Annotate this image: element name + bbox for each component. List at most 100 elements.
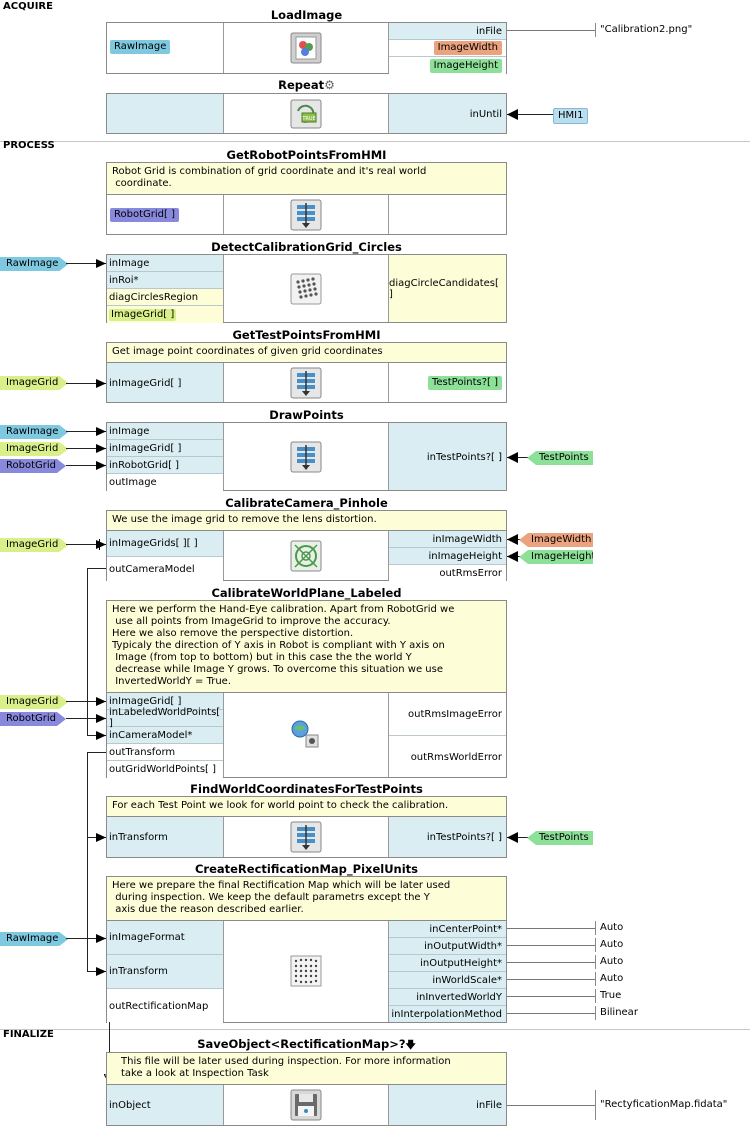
source-rawimage-1[interactable]: RawImage <box>0 257 68 271</box>
filter-title-calibrateworld[interactable]: CalibrateWorldPlane_Labeled <box>211 586 402 600</box>
port-outcameramodel[interactable]: outCameraModel <box>107 557 223 581</box>
filter-findworld[interactable]: inTransform inTestPoints?[ ] <box>106 816 507 858</box>
filter-createmap[interactable]: inImageFormat inTransform outRectificati… <box>106 920 507 1023</box>
port-inworldscale[interactable]: inWorldScale* <box>389 972 506 989</box>
value-invertedworldy[interactable]: True <box>595 989 621 1003</box>
port-inlabeledworldpoints[interactable]: inLabeledWorldPoints[ ] <box>107 707 223 729</box>
output-imagewidth[interactable]: ImageWidth <box>433 41 502 55</box>
port-outrmserror[interactable]: outRmsError <box>389 565 506 581</box>
arrow-right-icon <box>96 934 106 943</box>
filter-saveobject[interactable]: inObject inFile <box>106 1084 507 1126</box>
output-robotgrid[interactable]: RobotGrid[ ] <box>110 208 179 222</box>
port-inroi[interactable]: inRoi* <box>107 272 223 289</box>
port-outrectificationmap[interactable]: outRectificationMap <box>107 989 223 1023</box>
comment-calibrateworld: Here we perform the Hand-Eye calibration… <box>106 600 507 693</box>
filter-calibrateworld[interactable]: inImageGrid[ ] inLabeledWorldPoints[ ] i… <box>106 692 507 778</box>
port-diagcirclesregion[interactable]: diagCirclesRegion <box>107 289 223 306</box>
filter-title-getrobotpoints[interactable]: GetRobotPointsFromHMI <box>226 148 387 162</box>
source-robotgrid-1[interactable]: RobotGrid <box>0 459 66 473</box>
output-imageheight[interactable]: ImageHeight <box>429 58 502 73</box>
value-outputheight[interactable]: Auto <box>595 955 623 969</box>
comment-createmap: Here we prepare the final Rectification … <box>106 876 507 921</box>
rectification-grid-icon <box>290 955 322 987</box>
port-inimage[interactable]: inImage <box>107 423 223 440</box>
port-outimage[interactable]: outImage <box>107 474 223 491</box>
infile-value-save[interactable]: "RectyficationMap.fidata" <box>595 1090 727 1120</box>
hmi-list-icon <box>290 821 322 853</box>
filter-calibratecamera[interactable]: inImageGrids[ ][ ] outCameraModel inImag… <box>106 530 507 581</box>
filter-title-createmap[interactable]: CreateRectificationMap_PixelUnits <box>194 862 419 876</box>
port-ininvertedworldy[interactable]: inInvertedWorldY <box>389 989 506 1006</box>
arrow-right-icon <box>96 259 106 268</box>
comment-gettestpoints: Get image point coordinates of given gri… <box>106 342 507 363</box>
port-diagcirclecandidates[interactable]: diagCircleCandidates[ ] <box>389 278 499 300</box>
port-inobject[interactable]: inObject <box>109 1100 151 1111</box>
value-outputwidth[interactable]: Auto <box>595 938 623 952</box>
source-testpoints-2[interactable]: TestPoints <box>527 831 593 845</box>
value-interpolationmethod[interactable]: Bilinear <box>595 1006 638 1020</box>
camera-calibration-icon <box>290 540 322 572</box>
port-inimage[interactable]: inImage <box>107 255 223 272</box>
source-imagegrid-4[interactable]: ImageGrid <box>0 695 68 709</box>
port-inoutputwidth[interactable]: inOutputWidth* <box>389 938 506 955</box>
port-outgridworldpoints[interactable]: outGridWorldPoints[ ] <box>107 761 223 778</box>
port-inimagegrids[interactable]: inImageGrids[ ][ ] <box>107 531 223 557</box>
port-infile[interactable]: inFile <box>476 1100 502 1111</box>
port-incenterpoint[interactable]: inCenterPoint* <box>389 921 506 938</box>
comment-findworld: For each Test Point we look for world po… <box>106 796 507 817</box>
output-imagegrid[interactable]: ImageGrid[ ] <box>109 308 177 321</box>
port-incameramodel[interactable]: inCameraModel* <box>107 727 223 744</box>
source-imagegrid-3[interactable]: ImageGrid <box>0 538 68 552</box>
filter-title-loadimage[interactable]: LoadImage <box>270 8 343 22</box>
source-testpoints-1[interactable]: TestPoints <box>527 451 593 465</box>
source-imagegrid-1[interactable]: ImageGrid <box>0 376 68 390</box>
arrow-left-icon <box>507 452 518 463</box>
port-intransform[interactable]: inTransform <box>107 955 223 989</box>
port-ininterpolationmethod[interactable]: inInterpolationMethod <box>391 1009 502 1020</box>
filter-title-detectgrid[interactable]: DetectCalibrationGrid_Circles <box>211 240 402 254</box>
filter-title-calibratecamera[interactable]: CalibrateCamera_Pinhole <box>225 496 388 510</box>
port-inoutputheight[interactable]: inOutputHeight* <box>389 955 506 972</box>
port-inimagewidth[interactable]: inImageWidth <box>389 531 506 548</box>
section-process: PROCESS <box>3 140 55 151</box>
filter-getrobotpoints[interactable]: RobotGrid[ ] <box>106 194 507 235</box>
port-inimagegrid[interactable]: inImageGrid[ ] <box>107 440 223 457</box>
value-centerpoint[interactable]: Auto <box>595 921 623 935</box>
port-inrobotgrid[interactable]: inRobotGrid[ ] <box>107 457 223 474</box>
output-testpoints[interactable]: TestPoints?[ ] <box>427 376 502 390</box>
port-outtransform[interactable]: outTransform <box>107 744 223 761</box>
port-inimageformat[interactable]: inImageFormat <box>107 921 223 955</box>
source-imageheight[interactable]: ImageHeight <box>519 550 593 564</box>
filter-title-gettestpoints[interactable]: GetTestPointsFromHMI <box>232 328 381 342</box>
source-rawimage-3[interactable]: RawImage <box>0 932 68 946</box>
port-inimageheight[interactable]: inImageHeight <box>389 548 506 565</box>
repeat-true-icon: TRUE <box>290 99 322 129</box>
port-inuntil[interactable]: inUntil <box>469 108 502 120</box>
port-intransform[interactable]: inTransform <box>109 832 168 843</box>
port-outrmsimageerror[interactable]: outRmsImageError <box>389 693 506 736</box>
port-inimagegrid[interactable]: inImageGrid[ ] <box>109 377 182 389</box>
value-worldscale[interactable]: Auto <box>595 972 623 986</box>
arrow-right-icon <box>96 833 106 842</box>
filter-gettestpoints[interactable]: inImageGrid[ ] TestPoints?[ ] <box>106 362 507 403</box>
filter-title-findworld[interactable]: FindWorldCoordinatesForTestPoints <box>190 782 423 796</box>
source-hmi1[interactable]: HMI1 <box>553 108 589 124</box>
filter-drawpoints[interactable]: inImage inImageGrid[ ] inRobotGrid[ ] ou… <box>106 422 507 491</box>
source-rawimage-2[interactable]: RawImage <box>0 425 68 439</box>
infile-value[interactable]: "Calibration2.png" <box>595 23 692 37</box>
filter-title-saveobject[interactable]: SaveObject<RectificationMap>?🡇 <box>197 1037 416 1051</box>
source-imagewidth[interactable]: ImageWidth <box>519 533 593 547</box>
filter-title-repeat[interactable]: Repeat⚙ <box>278 78 335 92</box>
filter-repeat[interactable]: TRUE inUntil <box>106 93 507 134</box>
output-rawimage[interactable]: RawImage <box>110 40 171 54</box>
port-intestpoints[interactable]: inTestPoints?[ ] <box>426 832 502 843</box>
source-imagegrid-2[interactable]: ImageGrid <box>0 442 68 456</box>
port-infile[interactable]: inFile <box>389 23 506 40</box>
filter-loadimage[interactable]: RawImage inFile ImageWidth ImageHeight <box>106 22 507 74</box>
port-intestpoints[interactable]: inTestPoints?[ ] <box>426 451 502 463</box>
source-robotgrid-2[interactable]: RobotGrid <box>0 712 66 726</box>
filter-detectgrid[interactable]: inImage inRoi* diagCirclesRegion ImageGr… <box>106 254 507 323</box>
port-inimagegrid[interactable]: inImageGrid[ ] <box>107 693 223 710</box>
filter-title-drawpoints[interactable]: DrawPoints <box>269 408 344 422</box>
port-outrmsworlderror[interactable]: outRmsWorldError <box>410 751 502 763</box>
